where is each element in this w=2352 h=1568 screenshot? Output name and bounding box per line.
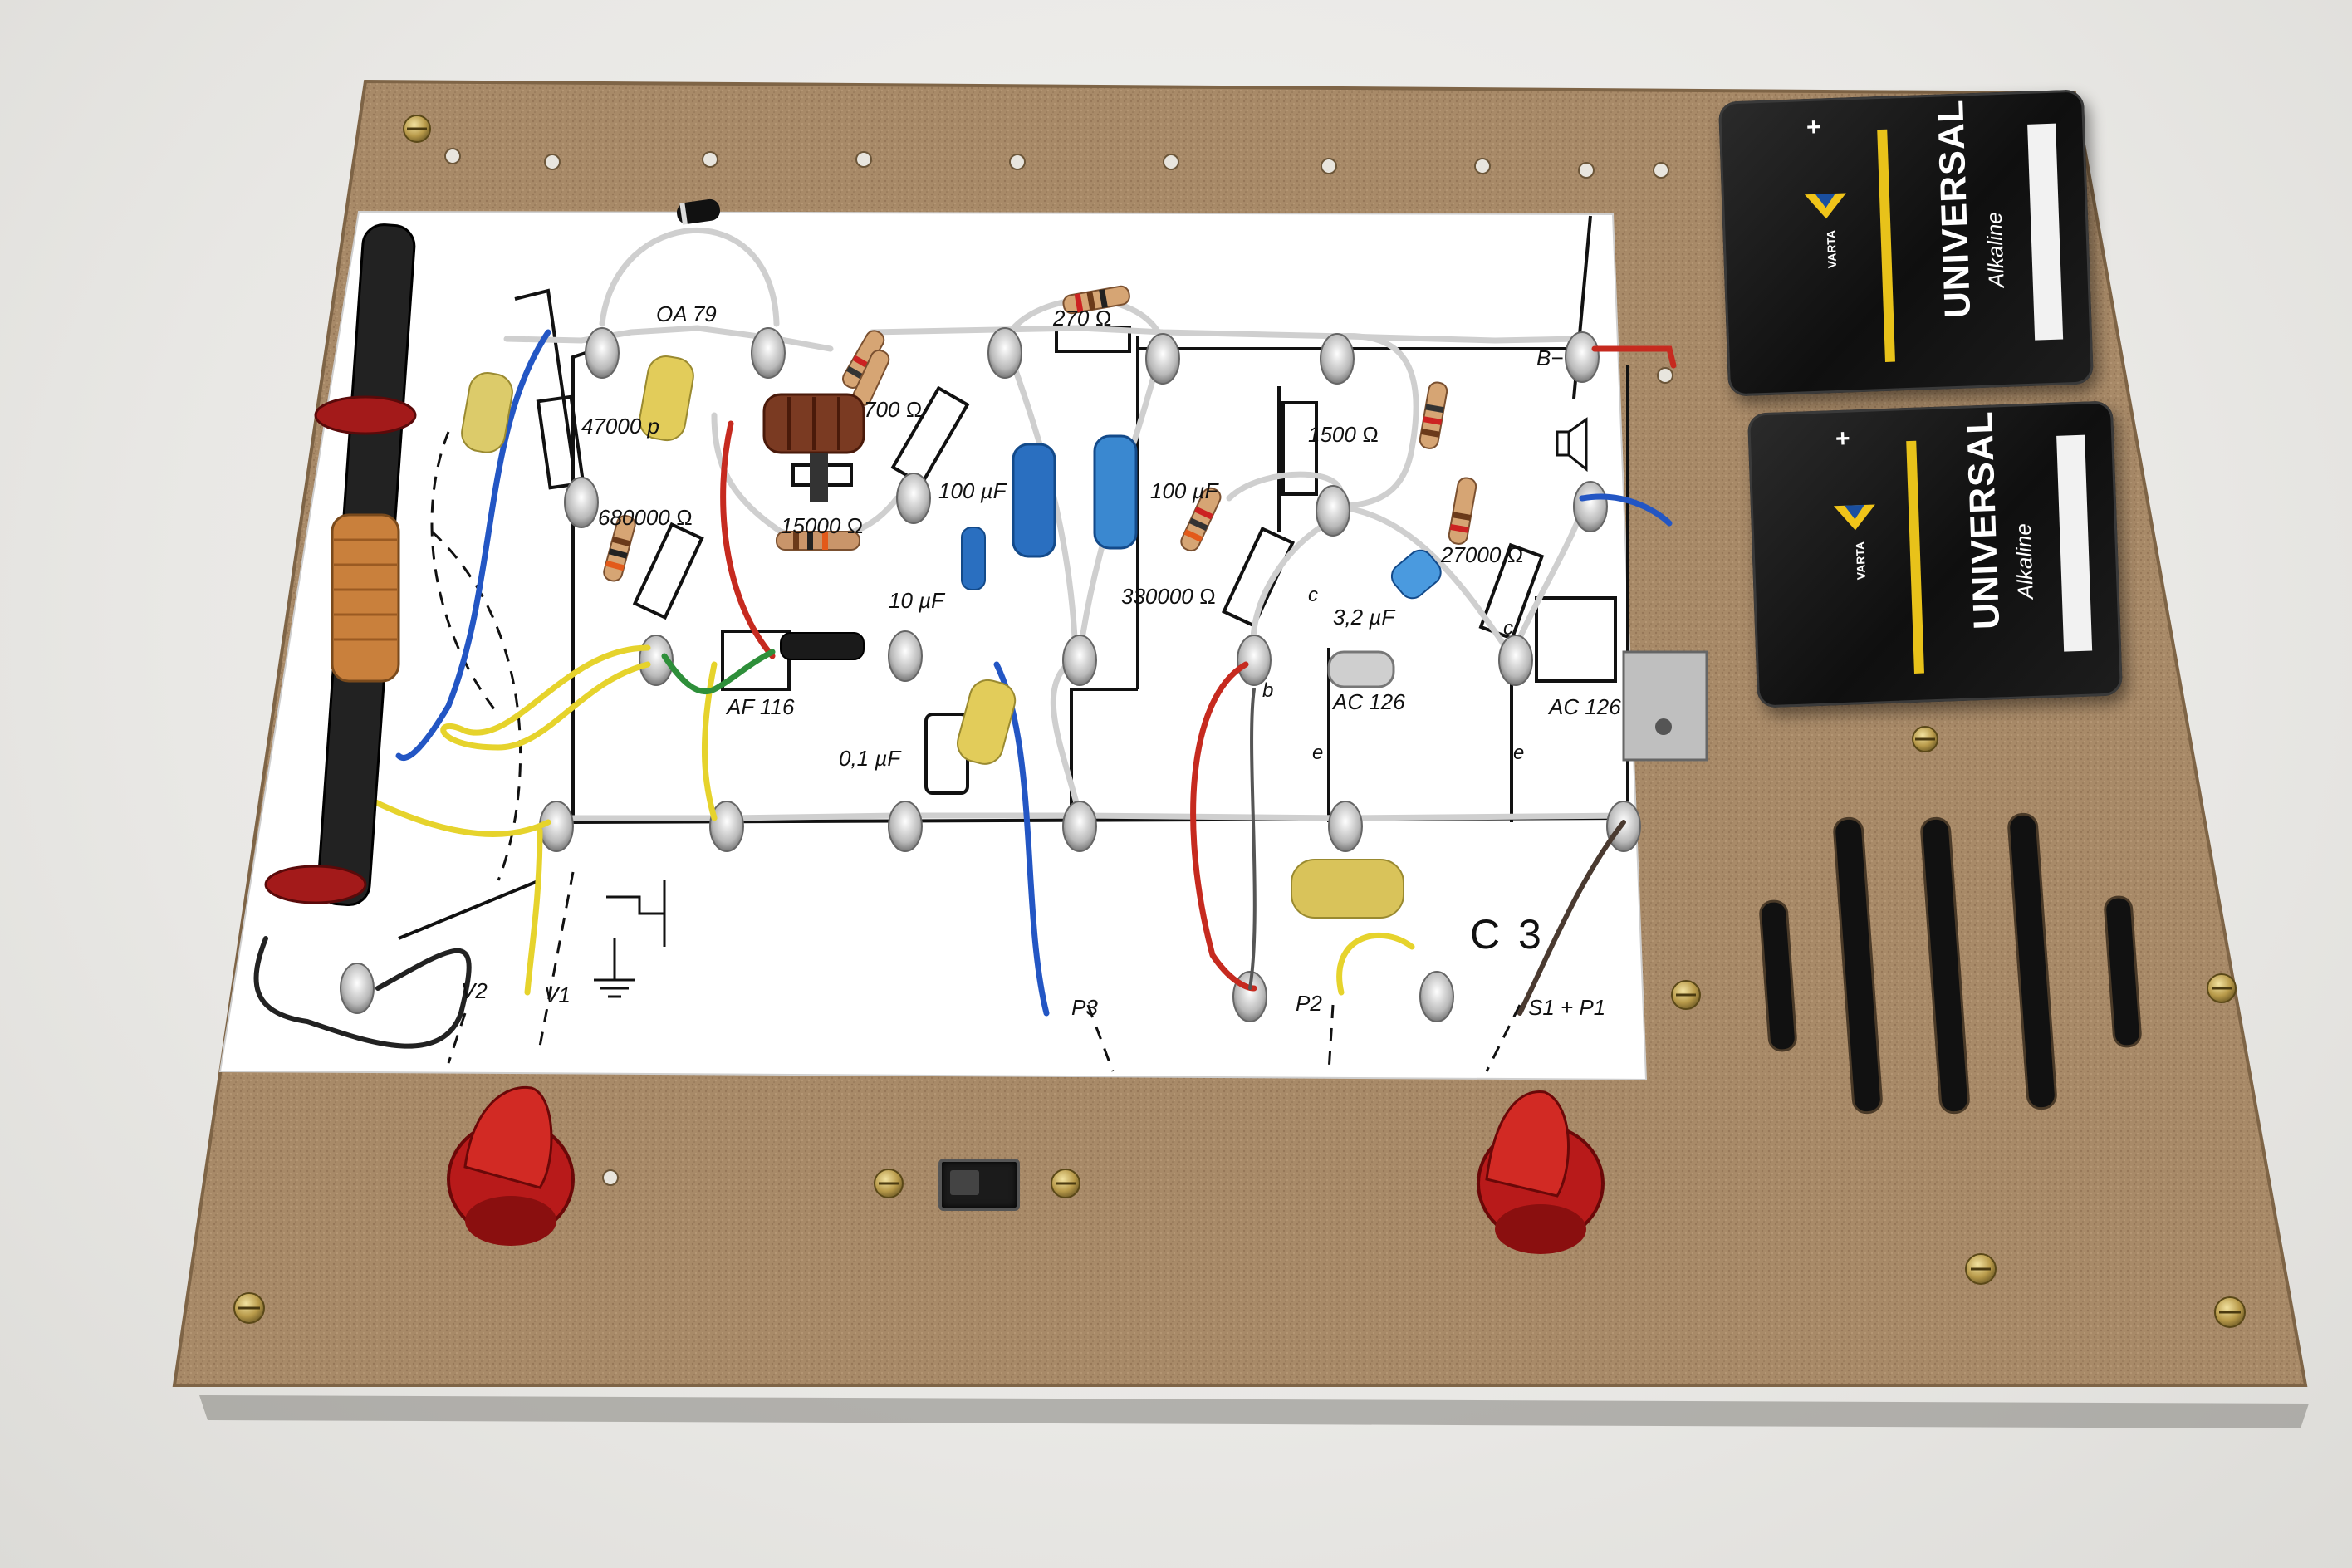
battery-stripe xyxy=(1877,129,1895,362)
label-v1: V1 xyxy=(544,982,571,1007)
power-switch[interactable] xyxy=(938,1159,1020,1211)
label-15000: 15000 Ω xyxy=(781,513,864,538)
label-collector-a: c xyxy=(1308,584,1318,606)
label-270: 270 Ω xyxy=(1053,306,1112,331)
knob-left xyxy=(447,1085,575,1246)
resistors xyxy=(603,285,1477,582)
label-100uf-a: 100 µF xyxy=(938,478,1007,503)
label-p2: P2 xyxy=(1296,991,1322,1016)
battery-label-panel xyxy=(2056,434,2093,652)
label-emitter-a: e xyxy=(1312,742,1324,764)
label-47000: 47000 p xyxy=(581,414,659,439)
label-s1-p1: S1 + P1 xyxy=(1528,995,1606,1020)
battery-brand: UNIVERSAL xyxy=(1959,409,2008,630)
speaker-symbol xyxy=(1556,417,1588,473)
knob-right xyxy=(1477,1090,1605,1254)
label-ac126-a: AC 126 xyxy=(1333,689,1405,714)
terminal-springs xyxy=(340,327,1641,1022)
board-shadow xyxy=(199,1395,2309,1428)
film-capacitors xyxy=(461,355,1404,919)
battery-top: + VARTA UNIVERSAL Alkaline xyxy=(1717,89,2095,397)
battery-plus-terminal: + xyxy=(1806,113,1822,142)
schematic-paper xyxy=(218,210,1648,1081)
label-100uf-b: 100 µF xyxy=(1150,478,1218,503)
battery-type: Alkaline xyxy=(2010,522,2038,600)
power-switch-slider[interactable] xyxy=(950,1170,979,1195)
battery-maker: VARTA xyxy=(1824,229,1840,269)
label-27000: 27000 Ω xyxy=(1441,542,1524,567)
label-v2: V2 xyxy=(461,978,488,1003)
label-32uf: 3,2 µF xyxy=(1333,605,1395,630)
ferrite-antenna xyxy=(264,223,417,907)
schematic-dashed xyxy=(430,431,1521,1072)
battery-stripe xyxy=(1906,440,1924,674)
battery-maker: VARTA xyxy=(1853,541,1869,581)
battery-brand: UNIVERSAL xyxy=(1930,98,1979,319)
label-10uf: 10 µF xyxy=(889,588,945,613)
battery-label-panel xyxy=(2027,123,2064,341)
label-emitter-b: e xyxy=(1513,742,1525,764)
label-p3: P3 xyxy=(1071,995,1098,1020)
label-01uf: 0,1 µF xyxy=(839,746,901,771)
speaker-grille xyxy=(1759,812,2142,1115)
battery-type: Alkaline xyxy=(1981,211,2009,288)
transistors xyxy=(780,632,1708,762)
label-af116: AF 116 xyxy=(727,694,795,719)
diode-oa79 xyxy=(676,198,720,225)
rf-choke xyxy=(762,393,865,502)
label-model-c3: C 3 xyxy=(1470,911,1545,958)
label-b-minus: B− xyxy=(1536,345,1564,370)
label-680000: 680000 Ω xyxy=(598,505,693,530)
varta-logo-icon xyxy=(1804,193,1846,219)
label-1500: 1500 Ω xyxy=(1308,422,1379,447)
label-collector-b: c xyxy=(1503,617,1513,639)
label-ac126-b: AC 126 xyxy=(1549,694,1621,719)
label-oa79: OA 79 xyxy=(656,301,717,326)
label-700: 700 Ω xyxy=(864,397,923,422)
brass-screws xyxy=(233,115,2246,1328)
ground-symbol xyxy=(594,880,666,998)
battery-plus-terminal: + xyxy=(1835,424,1851,453)
varta-logo-icon xyxy=(1833,504,1875,531)
label-330000: 330000 Ω xyxy=(1121,584,1216,609)
label-base: b xyxy=(1262,679,1274,702)
electrolytic-capacitors xyxy=(961,434,1442,600)
colored-wires xyxy=(253,329,1677,1049)
top-holes xyxy=(444,148,1673,1186)
battery-bottom: + VARTA UNIVERSAL Alkaline xyxy=(1747,400,2124,708)
